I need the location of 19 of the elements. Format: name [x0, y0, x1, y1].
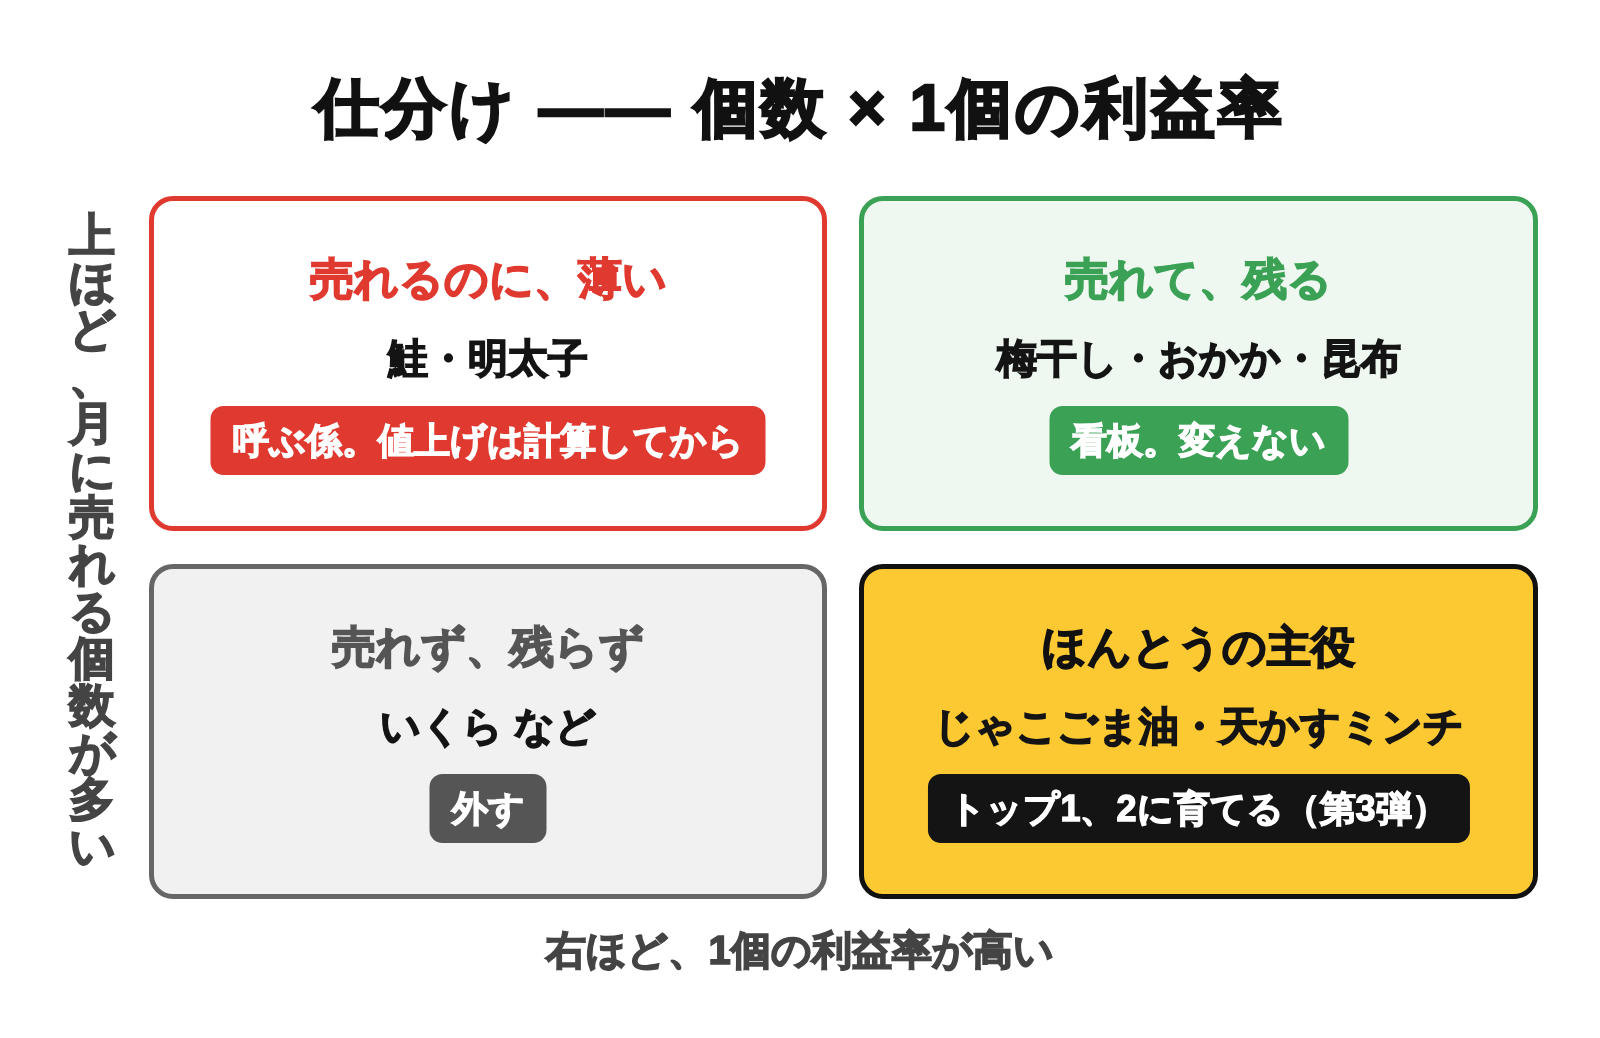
- quadrant-heading: ほんとうの主役: [1042, 621, 1355, 673]
- action-badge: トップ1、2に育てる（第3弾）: [927, 774, 1470, 844]
- item-list: いくら など: [379, 702, 597, 750]
- x-axis-label: 右ほど、1個の利益率が高い: [546, 927, 1054, 974]
- item-list: じゃこごま油・天かすミンチ: [933, 702, 1464, 750]
- action-badge: 外す: [429, 774, 547, 844]
- quadrant-box: [149, 564, 827, 899]
- quadrant-heading: 売れるのに、薄い: [309, 253, 667, 305]
- quadrant-heading: 売れて、残る: [1065, 253, 1332, 305]
- quadrant-box: [859, 564, 1538, 899]
- action-badge: 看板。変えない: [1049, 406, 1348, 476]
- y-axis-label: 上ほど、月に売れる個数が多い: [69, 212, 115, 870]
- item-list: 梅干し・おかか・昆布: [996, 334, 1401, 382]
- item-list: 鮭・明太子: [388, 334, 588, 382]
- quadrant-heading: 売れず、残らず: [332, 621, 644, 674]
- quadrant-box: [859, 196, 1538, 531]
- title: 仕分け —— 個数 × 1個の利益率: [314, 71, 1286, 146]
- action-badge: 呼ぶ係。値上げは計算してから: [210, 406, 766, 476]
- quadrant-box: [149, 196, 827, 531]
